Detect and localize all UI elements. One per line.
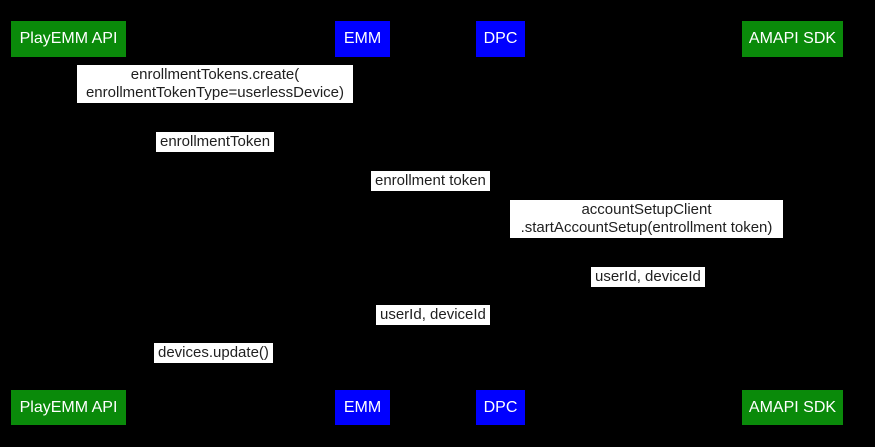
actor-bottom-dpc: DPC xyxy=(476,390,525,425)
message-enrollment-token-return: enrollmentToken xyxy=(156,132,275,152)
actor-top-amapi-sdk: AMAPI SDK xyxy=(742,21,843,57)
message-line: devices.update() xyxy=(158,344,269,361)
message-line: .startAccountSetup(entrollment token) xyxy=(520,219,773,236)
message-userid-deviceid-to-emm: userId, deviceId xyxy=(376,305,490,325)
message-line: enrollmentTokens.create( xyxy=(130,66,300,83)
message-line: userId, deviceId xyxy=(595,268,701,285)
message-userid-deviceid-from-sdk: userId, deviceId xyxy=(591,267,705,287)
message-devices-update: devices.update() xyxy=(154,343,273,363)
message-line: enrollmentToken xyxy=(160,133,271,150)
message-line: accountSetupClient xyxy=(581,201,712,218)
message-enrollment-token-to-dpc: enrollment token xyxy=(371,171,490,191)
actor-bottom-emm: EMM xyxy=(335,390,390,425)
actor-bottom-amapi-sdk: AMAPI SDK xyxy=(742,390,843,425)
message-start-account-setup: accountSetupClient .startAccountSetup(en… xyxy=(510,200,783,238)
message-line: userId, deviceId xyxy=(380,306,486,323)
actor-bottom-playemm-api: PlayEMM API xyxy=(11,390,126,425)
message-enrollment-tokens-create: enrollmentTokens.create( enrollmentToken… xyxy=(77,65,353,103)
message-line: enrollment token xyxy=(375,172,486,189)
actor-top-emm: EMM xyxy=(335,21,390,57)
actor-top-dpc: DPC xyxy=(476,21,525,57)
actor-top-playemm-api: PlayEMM API xyxy=(11,21,126,57)
message-line: enrollmentTokenType=userlessDevice) xyxy=(85,84,345,101)
